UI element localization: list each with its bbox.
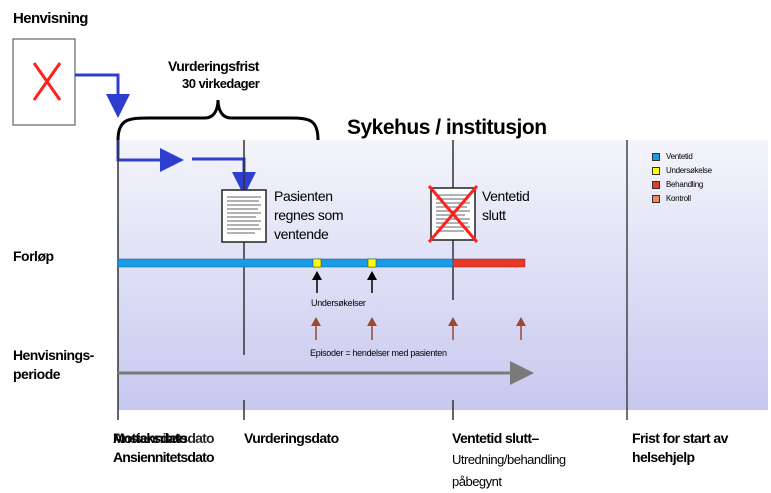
episode-arrow: [367, 317, 377, 340]
referral-flow-arrow: [75, 73, 130, 118]
episode-arrow: [311, 317, 321, 340]
legend-item-behandling: Behandling: [652, 180, 703, 189]
legend-label: Undersøkelse: [666, 166, 712, 175]
ansiennitetsdato-label: Ansiennitetsdato: [113, 430, 215, 446]
episode-arrow: [448, 317, 458, 340]
document-icon: [221, 189, 267, 243]
frist-label-line1: Frist for start av: [632, 430, 728, 446]
forlop-behandling-bar: [452, 258, 526, 268]
vurderingsfrist-brace: [116, 99, 320, 141]
legend-item-kontroll: Kontroll: [652, 194, 691, 203]
vurderingsfrist-line2: 30 virkedager: [182, 76, 260, 91]
pasienten-note-line3: ventende: [274, 226, 329, 242]
legend-item-undersokelse: Undersøkelse: [652, 166, 712, 175]
mottaksdato-label: Mottaksdato: [113, 430, 187, 446]
legend-swatch: [652, 194, 660, 203]
ventetid-note-line1: Ventetid: [482, 188, 530, 204]
ansiennitetsdato-label-2: Ansiennitetsdato: [113, 449, 215, 465]
episode-arrow: [516, 317, 526, 340]
legend-swatch: [652, 166, 660, 175]
legend-label: Kontroll: [666, 194, 691, 203]
undersokelse-arrow: [367, 271, 377, 293]
forlop-undersokelse-marker: [312, 258, 322, 268]
ventetid-slutt-label-line1: Ventetid slutt–: [452, 430, 539, 446]
ventetid-note-line2: slutt: [482, 207, 506, 223]
undersokelse-arrow: [312, 271, 322, 293]
henvisningsperiode-label-line2: periode: [13, 366, 61, 382]
diagram-title: Sykehus / institusjon: [347, 116, 547, 139]
forlop-ventetid-bar: [117, 258, 454, 268]
legend: Ventetid Undersøkelse Behandling Kontrol…: [652, 152, 762, 222]
ventetid-slutt-label-line3: påbegynt: [452, 474, 502, 489]
vurderingsfrist-line1: Vurderingsfrist: [168, 58, 259, 74]
pasienten-note-line2: regnes som: [274, 207, 344, 223]
flow-arrow-to-document: [192, 157, 256, 196]
undersokelser-label: Undersøkelser: [311, 298, 366, 308]
legend-label: Behandling: [666, 180, 704, 189]
vurderingsdato-label: Vurderingsdato: [244, 430, 339, 446]
forlop-undersokelse-marker: [367, 258, 377, 268]
legend-swatch: [652, 152, 660, 161]
frist-label-line2: helsehjelp: [632, 449, 695, 465]
crossed-document-icon: [427, 185, 479, 243]
legend-swatch: [652, 180, 660, 189]
legend-item-ventetid: Ventetid: [652, 152, 693, 161]
referral-document-box: [12, 38, 76, 126]
flow-arrow-segment: [116, 138, 184, 172]
episoder-label: Episoder = hendelser med pasienten: [310, 348, 447, 358]
henvisningsperiode-label-line1: Henvisnings-: [13, 347, 94, 363]
forlop-label: Forløp: [13, 248, 54, 264]
henvisning-label: Henvisning: [13, 10, 88, 27]
pasienten-note-line1: Pasienten: [274, 188, 333, 204]
legend-label: Ventetid: [666, 152, 693, 161]
ventetid-slutt-label-line2: Utredning/behandling: [452, 452, 566, 467]
